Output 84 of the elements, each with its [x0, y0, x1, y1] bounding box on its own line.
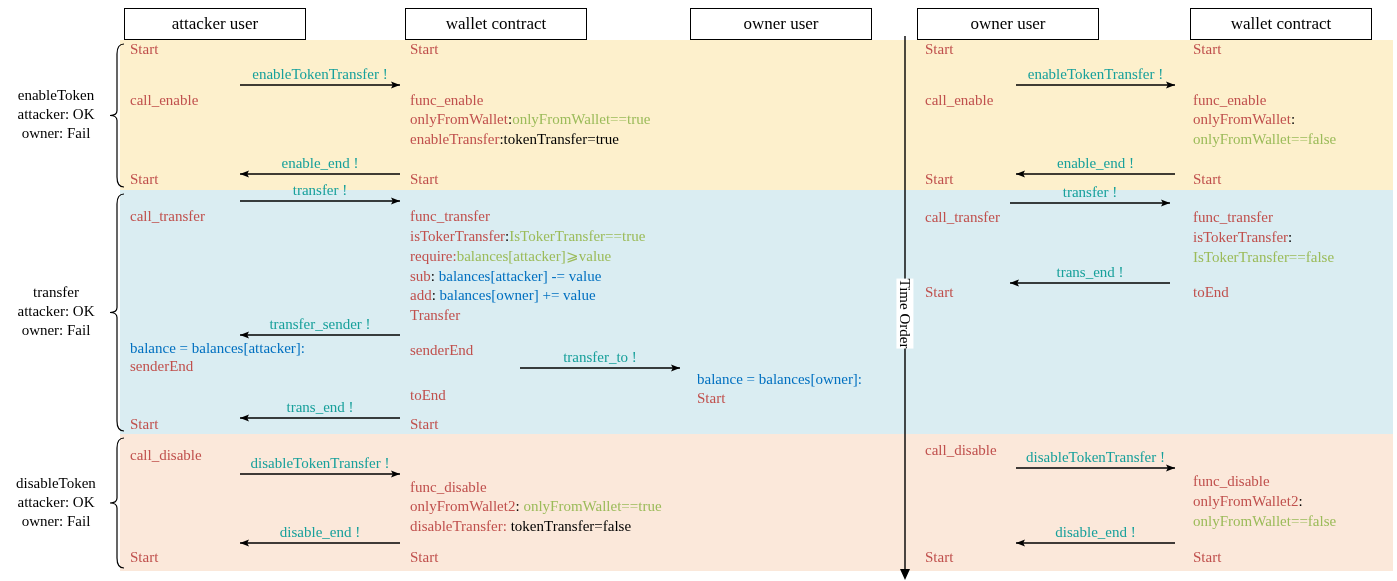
code-text: func_disable: [1193, 472, 1270, 491]
code-text: Start: [410, 40, 439, 59]
code-text: onlyFromWallet2: onlyFromWallet==false: [1193, 492, 1338, 531]
code-text: balance = balances[attacker]:: [130, 339, 305, 358]
edge-label: disable_end !: [1055, 524, 1136, 541]
code-text: Start: [130, 170, 159, 189]
edge-label: trans_end !: [1056, 264, 1124, 281]
arrow: [239, 331, 401, 339]
edge-label: trans_end !: [286, 399, 354, 416]
code-text: Start: [1193, 548, 1222, 567]
code-text: Start: [1193, 40, 1222, 59]
code-text: onlyFromWallet:onlyFromWallet==true: [410, 110, 651, 129]
edge-label: disableTokenTransfer !: [250, 455, 390, 472]
edge-label: transfer !: [292, 182, 348, 199]
edge-label: disableTokenTransfer !: [1026, 449, 1165, 466]
code-text: onlyFromWallet2: onlyFromWallet==true: [410, 497, 662, 516]
edge-label: enable_end !: [281, 155, 359, 172]
arrow: [239, 470, 401, 478]
code-text: Start: [130, 548, 159, 567]
code-text: Start: [410, 170, 439, 189]
code-text: isTokerTransfer:IsTokerTransfer==true: [410, 227, 646, 246]
code-text: Transfer: [410, 306, 461, 325]
phase-label: enableToken attacker: OK owner: Fail: [16, 86, 96, 143]
code-text: senderEnd: [410, 341, 474, 360]
arrow: [239, 81, 401, 89]
edge-label: transfer_to !: [563, 349, 637, 366]
code-text: Start: [925, 40, 954, 59]
code-text: call_transfer: [130, 207, 205, 226]
arrow: [1015, 464, 1176, 472]
code-text: Start: [925, 170, 954, 189]
code-text: func_enable: [410, 91, 484, 110]
code-text: require:balances[attacker]⩾value: [410, 247, 612, 266]
code-text: func_transfer: [1193, 208, 1273, 227]
code-text: enableTransfer:tokenTransfer=true: [410, 130, 619, 149]
code-text: balance = balances[owner]:: [697, 370, 863, 389]
code-text: Start: [130, 415, 159, 434]
code-text: call_disable: [130, 446, 202, 465]
arrow: [1015, 539, 1176, 547]
arrow: [1009, 199, 1171, 207]
arrow: [239, 539, 401, 547]
phase-label: transfer attacker: OK owner: Fail: [16, 283, 96, 340]
code-text: call_enable: [130, 91, 199, 110]
code-text: toEnd: [1193, 283, 1229, 302]
edge-label: enableTokenTransfer !: [1027, 66, 1164, 83]
code-text: toEnd: [410, 386, 446, 405]
axis-label: Time Order: [896, 278, 914, 349]
arrow: [1009, 279, 1171, 287]
edge-label: enable_end !: [1056, 155, 1134, 172]
arrow: [239, 414, 401, 422]
lifeline-header: wallet contract: [405, 8, 587, 40]
edge-label: enableTokenTransfer !: [252, 66, 388, 83]
edge-label: transfer_sender !: [269, 316, 371, 333]
lifeline-header: attacker user: [124, 8, 306, 40]
lifeline-header: wallet contract: [1190, 8, 1372, 40]
code-text: Start: [1193, 170, 1222, 189]
lifeline-header: owner user: [690, 8, 872, 40]
code-text: Start: [925, 283, 954, 302]
code-text: Start: [410, 548, 439, 567]
code-text: sub: balances[attacker] -= value: [410, 267, 602, 286]
code-text: func_enable: [1193, 91, 1267, 110]
arrow: [519, 364, 681, 372]
code-text: add: balances[owner] += value: [410, 286, 596, 305]
arrow: [1015, 81, 1176, 89]
arrow: [239, 197, 401, 205]
code-text: func_transfer: [410, 207, 490, 226]
code-text: Start: [697, 389, 726, 408]
code-text: Start: [130, 40, 159, 59]
code-text: call_transfer: [925, 208, 1000, 227]
code-text: Start: [410, 415, 439, 434]
arrow: [1015, 170, 1176, 178]
edge-label: transfer !: [1062, 184, 1118, 201]
phase-band: [120, 434, 1393, 571]
edge-label: disable_end !: [279, 524, 361, 541]
code-text: senderEnd: [130, 357, 194, 376]
code-text: disableTransfer: tokenTransfer=false: [410, 517, 632, 536]
code-text: call_disable: [925, 441, 997, 460]
code-text: func_disable: [410, 478, 487, 497]
lifeline-header: owner user: [917, 8, 1099, 40]
phase-label: disableToken attacker: OK owner: Fail: [15, 473, 97, 531]
code-text: isTokerTransfer: IsTokerTransfer==false: [1193, 228, 1336, 267]
code-text: Start: [925, 548, 954, 567]
arrow: [239, 170, 401, 178]
code-text: call_enable: [925, 91, 994, 110]
code-text: onlyFromWallet: onlyFromWallet==false: [1193, 110, 1338, 149]
